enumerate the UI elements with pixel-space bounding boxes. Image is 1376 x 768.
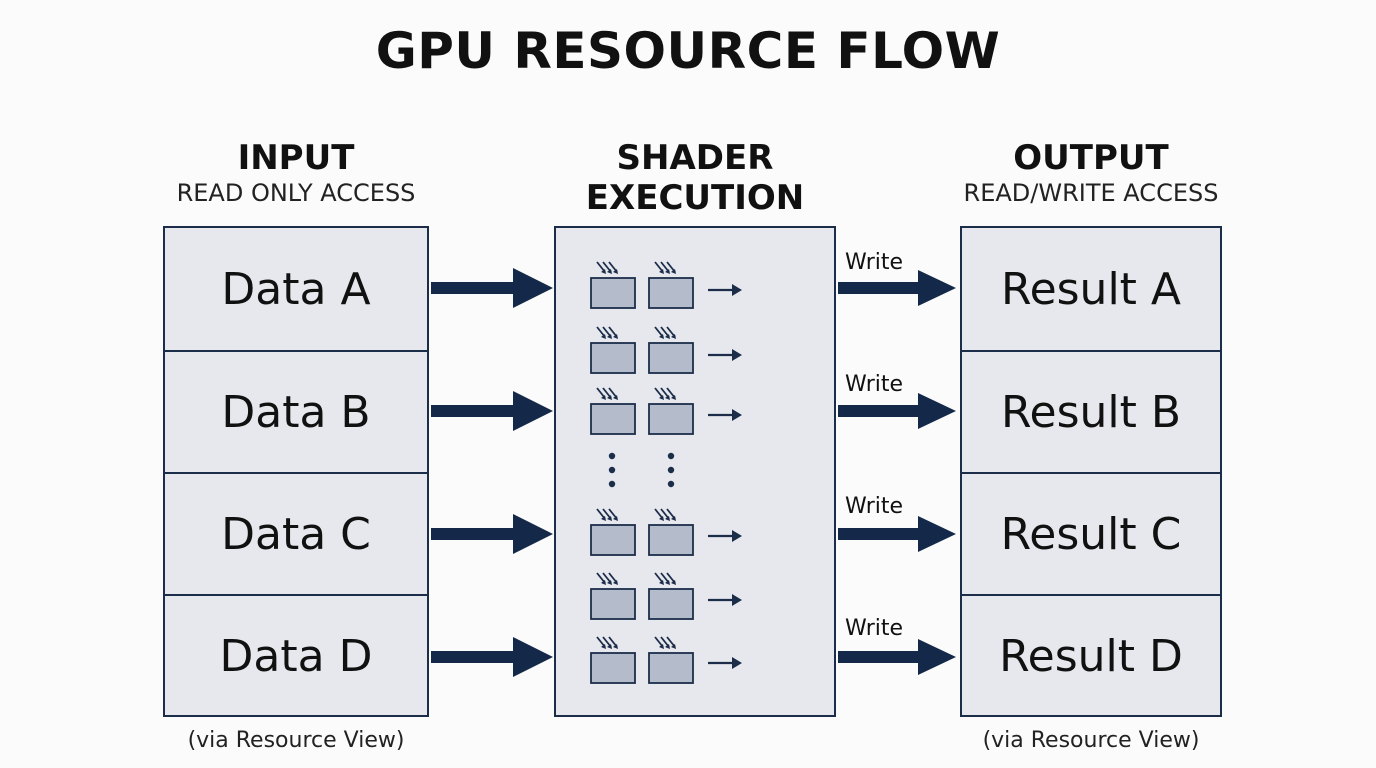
thread-row [590,636,744,684]
output-resource-stack: Result A Result B Result C Result D [960,226,1222,717]
thread-output-arrow-icon [706,592,744,608]
diagram-title: GPU RESOURCE FLOW [375,22,1001,80]
thread-icon [590,636,636,684]
thread-output-arrow-icon [706,655,744,671]
input-footnote: (via Resource View) [187,728,405,753]
output-heading: OUTPUT [1013,138,1169,178]
thread-row [590,326,744,374]
thread-icon [648,326,694,374]
input-header: INPUT READ ONLY ACCESS [163,138,429,208]
thread-icon [590,572,636,620]
input-data-cell: Data C [165,472,427,595]
thread-row [590,572,744,620]
thread-output-arrow-icon [706,407,744,423]
write-label: Write [845,250,904,275]
shader-heading-line1: SHADER [616,138,774,178]
input-data-cell: Data D [165,594,427,717]
input-data-cell: Data A [221,264,371,315]
thread-icon [648,636,694,684]
input-data-cell: Data B [165,350,427,473]
thread-row [590,387,744,435]
write-arrow [838,639,956,675]
thread-output-arrow-icon [706,347,744,363]
input-resource-stack: Data A Data B Data C Data D [163,226,429,717]
input-subheading: READ ONLY ACCESS [176,179,416,207]
write-label: Write [845,494,904,519]
thread-icon [590,261,636,309]
output-footnote: (via Resource View) [982,728,1200,753]
input-to-shader-arrow [431,514,553,554]
output-subheading: READ/WRITE ACCESS [963,179,1219,207]
output-result-cell: Result B [962,350,1220,473]
write-arrow [838,393,956,429]
thread-row [590,508,744,556]
thread-row [590,261,744,309]
output-result-cell: Result C [962,472,1220,595]
shader-header: SHADER EXECUTION [554,138,836,218]
input-to-shader-arrow [431,391,553,431]
write-label: Write [845,616,904,641]
ellipsis-icon [608,452,675,488]
thread-icon [590,508,636,556]
thread-icon [590,387,636,435]
thread-output-arrow-icon [706,282,744,298]
output-result-cell: Result A [1000,264,1182,315]
thread-icon [648,508,694,556]
thread-icon [648,572,694,620]
input-to-shader-arrow [431,637,553,677]
write-arrow [838,270,956,306]
thread-icon [648,261,694,309]
output-result-cell: Result D [962,594,1220,717]
thread-icon [648,387,694,435]
write-label: Write [845,372,904,397]
input-to-shader-arrow [431,268,553,308]
output-header: OUTPUT READ/WRITE ACCESS [955,138,1227,208]
write-arrow [838,516,956,552]
thread-icon [590,326,636,374]
shader-heading-line2: EXECUTION [585,178,805,218]
input-heading: INPUT [237,138,355,178]
thread-output-arrow-icon [706,528,744,544]
